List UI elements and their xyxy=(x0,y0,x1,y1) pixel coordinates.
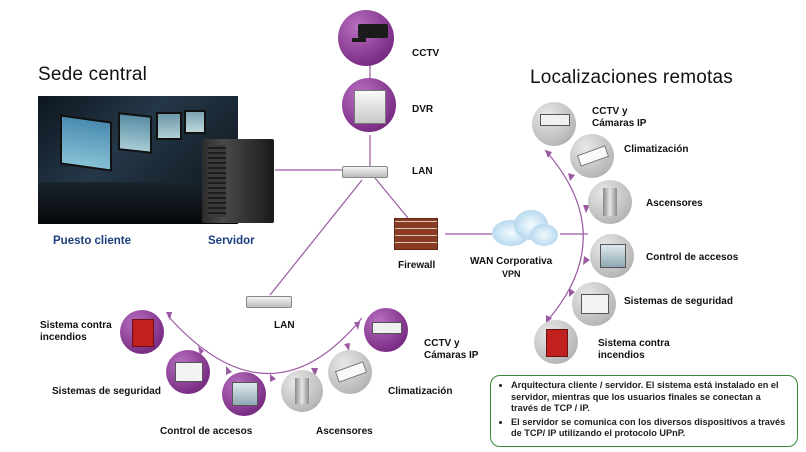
local-elevators-label: Ascensores xyxy=(316,426,373,437)
wan-label: WAN Corporativa xyxy=(470,256,553,267)
remote-cctv-text: CCTV y Cámaras IP xyxy=(592,106,647,129)
lan-switch-icon xyxy=(342,166,388,178)
firewall-label: Firewall xyxy=(398,260,436,271)
firewall-icon xyxy=(394,218,438,250)
server-image xyxy=(202,139,274,223)
wan-cloud-icon xyxy=(486,208,560,248)
dvr-label: DVR xyxy=(412,104,434,115)
local-access-icon xyxy=(222,372,266,416)
note-upnp: El servidor se comunica con los diversos… xyxy=(511,417,789,440)
architecture-notes: Arquitectura cliente / servidor. El sist… xyxy=(490,375,798,447)
remote-cctv-label: CCTV y Cámaras IP xyxy=(592,106,656,130)
local-fire-text: Sistema contra incendios xyxy=(40,320,112,343)
remote-devices-arc xyxy=(544,149,584,321)
remote-hvac-label: Climatización xyxy=(624,144,689,155)
lan-firewall-link xyxy=(374,177,409,219)
remote-cctv-icon xyxy=(532,102,576,146)
local-lan-label: LAN xyxy=(274,320,295,331)
remote-hvac-icon xyxy=(570,134,614,178)
local-fire-icon xyxy=(120,310,164,354)
local-cctv-label: CCTV y Cámaras IP xyxy=(424,338,488,362)
remote-security-icon xyxy=(572,282,616,326)
local-fire-label: Sistema contra incendios xyxy=(40,320,116,344)
local-cctv-icon xyxy=(364,308,408,352)
remote-elevators-label: Ascensores xyxy=(646,198,703,209)
server-label: Servidor xyxy=(208,235,255,247)
local-elevators-icon xyxy=(281,370,323,412)
remote-fire-icon xyxy=(534,320,578,364)
lan-label: LAN xyxy=(412,166,433,177)
remote-access-icon xyxy=(590,234,634,278)
dvr-icon xyxy=(342,78,396,132)
local-lan-switch-icon xyxy=(246,296,292,308)
remote-fire-label: Sistema contra incendios xyxy=(598,338,674,362)
cctv-label: CCTV xyxy=(412,48,440,59)
local-cctv-text: CCTV y Cámaras IP xyxy=(424,338,479,361)
remote-fire-text: Sistema contra incendios xyxy=(598,338,670,361)
client-label: Puesto cliente xyxy=(53,235,131,247)
hq-heading: Sede central xyxy=(38,64,148,85)
note-client-server: Arquitectura cliente / servidor. El sist… xyxy=(511,380,789,415)
local-devices-arc xyxy=(167,315,363,374)
local-hvac-label: Climatización xyxy=(388,386,453,397)
vpn-label: VPN xyxy=(502,269,521,279)
local-access-label: Control de accesos xyxy=(160,426,253,437)
local-security-icon xyxy=(166,350,210,394)
local-hvac-icon xyxy=(328,350,372,394)
cctv-camera-icon xyxy=(338,10,394,66)
remote-elevators-icon xyxy=(588,180,632,224)
remote-access-label: Control de accesos xyxy=(646,252,739,263)
remote-heading: Localizaciones remotas xyxy=(530,67,733,88)
remote-security-label: Sistemas de seguridad xyxy=(624,296,733,307)
lan-local-lan-link xyxy=(269,179,363,296)
local-security-label: Sistemas de seguridad xyxy=(52,386,161,397)
